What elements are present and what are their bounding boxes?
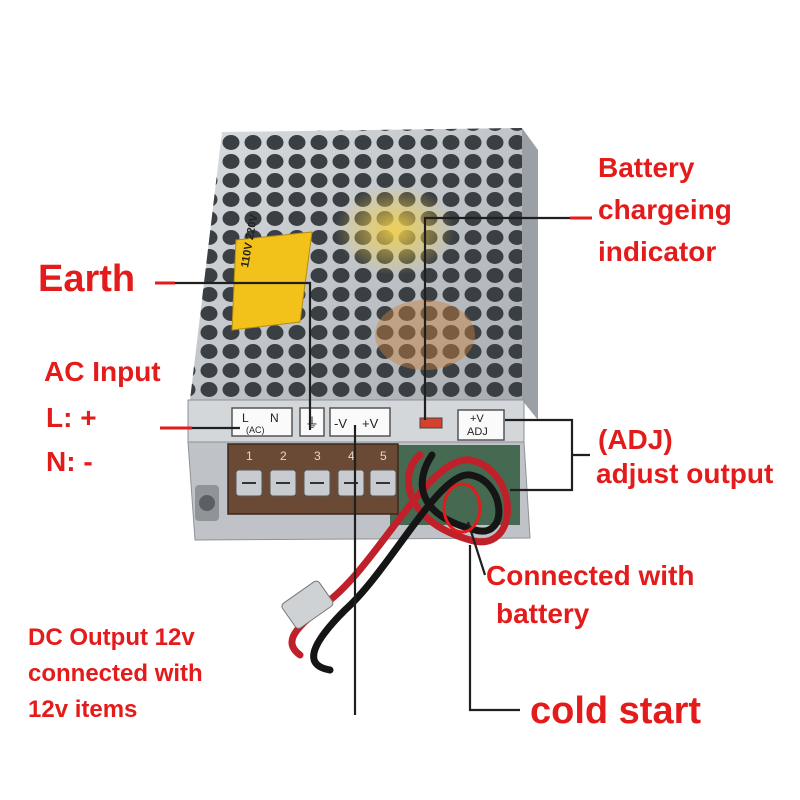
cold-start-label: cold start	[530, 690, 702, 732]
callout-lines	[158, 216, 592, 715]
terminal-label-minus-v: -V	[334, 416, 347, 431]
terminal-label-earth: ⏚	[305, 416, 319, 432]
terminal-label-n: N	[270, 411, 279, 425]
terminal-block: 1 2 3 4 5	[227, 443, 399, 515]
ac-live-label: L: +	[46, 402, 97, 433]
terminal-number-2: 2	[280, 449, 287, 463]
dc-output-label-line1: DC Output 12v	[28, 624, 195, 651]
cold-start-callout-line	[468, 545, 520, 712]
adj-label-line2: adjust output	[596, 458, 774, 489]
earth-callout-line	[158, 281, 312, 430]
dc-output-label-line2: connected with	[28, 660, 203, 687]
terminal-number-3: 3	[314, 449, 321, 463]
red-callout-marks	[155, 216, 592, 534]
earth-label: Earth	[38, 258, 136, 300]
ac-input-label: AC Input	[44, 356, 161, 387]
connected-battery-label-line2: battery	[496, 598, 590, 629]
battery-cables	[281, 451, 511, 674]
terminal-label-strip: L N (AC) ⏚ -V +V +V ADJ	[231, 407, 505, 441]
ac-neutral-label: N: -	[46, 446, 93, 477]
charging-indicator-led	[419, 417, 443, 429]
connected-battery-label-line1: Connected with	[486, 560, 695, 591]
terminal-number-4: 4	[348, 449, 355, 463]
adj-label-adj: ADJ	[467, 426, 488, 438]
terminal-label-l: L	[242, 411, 249, 425]
terminal-label-plus-v: +V	[362, 416, 379, 431]
terminal-number-5: 5	[380, 449, 387, 463]
battery-indicator-callout-line	[423, 216, 592, 420]
dc-output-label-line3: 12v items	[28, 696, 138, 723]
battery-indicator-label-line1: Battery	[598, 152, 695, 183]
battery-indicator-label-line2: chargeing	[598, 194, 732, 225]
terminal-number-1: 1	[246, 449, 253, 463]
terminal-label-ac: (AC)	[246, 425, 265, 435]
adj-label-line1: (ADJ)	[598, 424, 673, 455]
cold-start-button-highlight	[442, 482, 482, 534]
battery-indicator-label-line3: indicator	[598, 236, 717, 267]
adj-label-plus-v: +V	[470, 413, 484, 425]
